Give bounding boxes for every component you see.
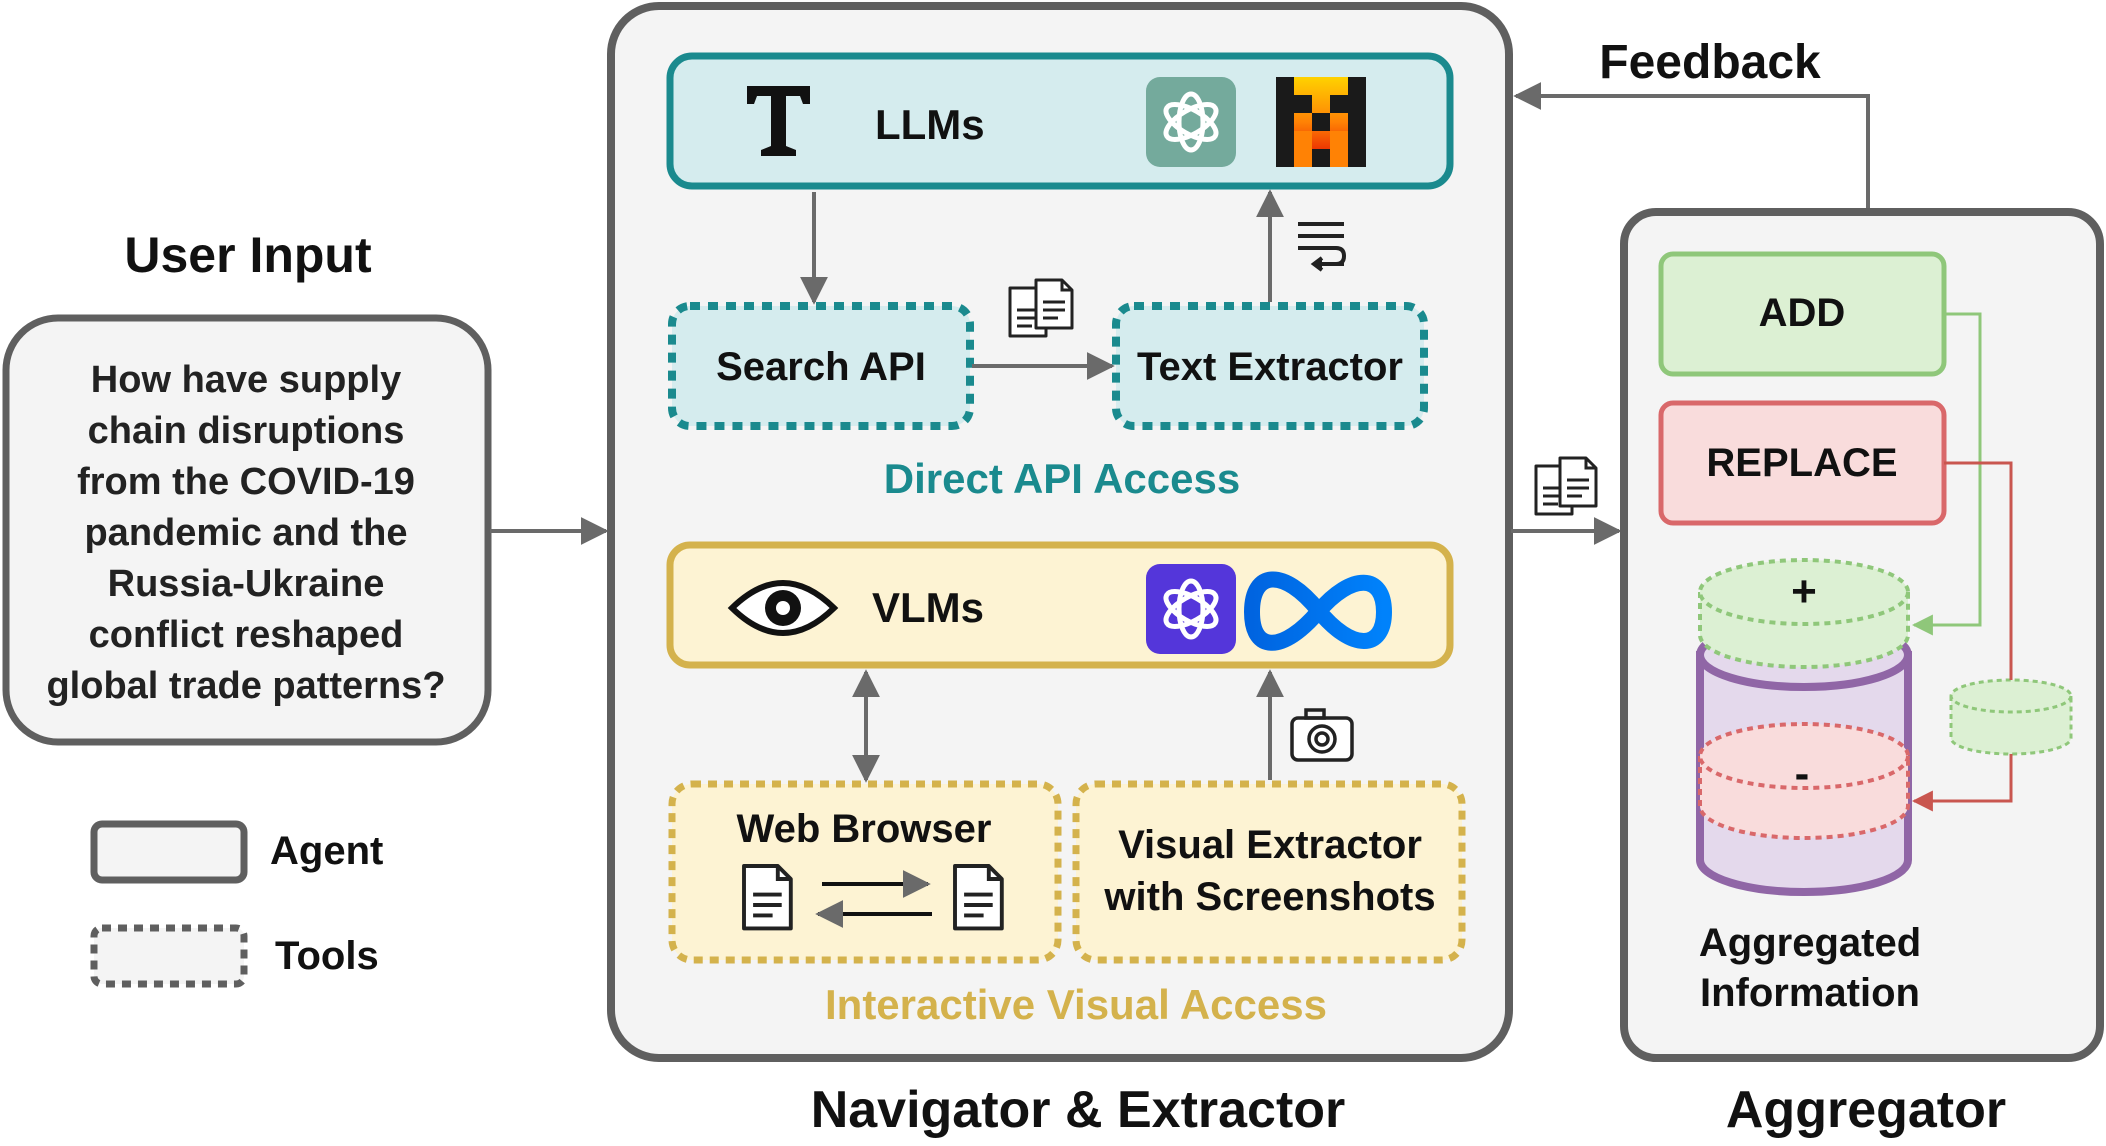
- web-browser-label: Web Browser: [737, 807, 992, 851]
- meta-icon: [1244, 571, 1392, 651]
- minus-sign: -: [1795, 749, 1810, 798]
- interactive-caption: Interactive Visual Access: [825, 981, 1327, 1028]
- legend-agent-swatch: [90, 820, 248, 884]
- plus-sign: +: [1791, 567, 1817, 616]
- add-label: ADD: [1759, 291, 1846, 335]
- eye-icon: [727, 580, 839, 636]
- question-line: from the COVID-19: [77, 461, 415, 503]
- document-icon: [742, 864, 793, 931]
- legend-tools-label: Tools: [275, 934, 379, 978]
- documents-icon: [1008, 278, 1074, 338]
- question-line: conflict reshaped: [89, 614, 404, 656]
- line-replace-to-disk: [1944, 461, 2013, 680]
- question-line: How have supply: [91, 359, 401, 401]
- text-extractor-label: Text Extractor: [1137, 345, 1403, 389]
- remove-disk: [1698, 722, 1910, 840]
- documents-icon: [1534, 456, 1598, 516]
- navigator-title: Navigator & Extractor: [811, 1081, 1346, 1139]
- vlms-label: VLMs: [872, 584, 984, 631]
- aggregated-info-line2: Information: [1700, 971, 1920, 1015]
- document-icon: [953, 864, 1004, 931]
- add-disk: [1698, 558, 1910, 669]
- question-line: global trade patterns?: [46, 665, 445, 707]
- aggregator-title: Aggregator: [1726, 1081, 2006, 1139]
- arrow-feedback: [1513, 82, 1870, 210]
- visual-extractor-label-line1: Visual Extractor: [1118, 823, 1422, 867]
- camera-icon: [1290, 708, 1354, 762]
- mistral-icon: [1276, 77, 1366, 167]
- user-input-box: [2, 314, 492, 746]
- llms-label: LLMs: [875, 101, 985, 148]
- text-extractor-box: [1112, 302, 1428, 430]
- search-api-label: Search API: [716, 345, 926, 389]
- openai-icon: [1146, 77, 1236, 167]
- openai-icon: [1146, 564, 1236, 654]
- arrow-add-to-database: [1911, 312, 1982, 636]
- question-line: pandemic and the: [84, 512, 407, 554]
- replacement-disk: [1949, 678, 2073, 756]
- legend-tools-swatch: [90, 924, 248, 988]
- visual-extractor-label-line2: with Screenshots: [1103, 875, 1435, 919]
- llms-box: [666, 52, 1454, 190]
- user-question: How have supply chain disruptions from t…: [46, 359, 445, 707]
- arrow-disk-to-database: [1911, 754, 2013, 812]
- search-api-box: [668, 302, 974, 430]
- aggregated-info-line1: Aggregated: [1699, 921, 1921, 965]
- user-input-title: User Input: [124, 227, 372, 283]
- question-line: chain disruptions: [88, 410, 405, 452]
- question-line: Russia-Ukraine: [108, 563, 385, 605]
- visual-extractor-box: [1072, 780, 1466, 964]
- text-wrap-icon: [1298, 222, 1347, 272]
- direct-api-caption: Direct API Access: [884, 455, 1240, 502]
- text-t-icon: [747, 86, 810, 156]
- legend-agent-label: Agent: [270, 829, 383, 873]
- replace-label: REPLACE: [1706, 441, 1897, 485]
- feedback-label: Feedback: [1599, 36, 1821, 89]
